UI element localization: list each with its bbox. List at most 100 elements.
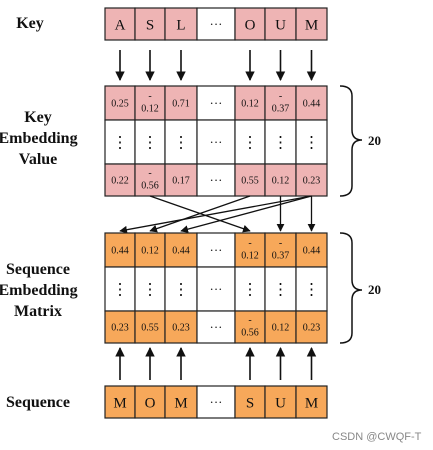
key-letter: L xyxy=(176,17,185,33)
sequence-embedding-cell xyxy=(264,266,297,312)
key-embedding-cell xyxy=(164,85,198,121)
key-embedding-vdots: ⋮ xyxy=(242,135,258,152)
sequence-embedding-ellipsis: ··· xyxy=(210,243,223,258)
sequence-cell xyxy=(164,385,198,419)
sequence-embedding-cell xyxy=(295,232,328,268)
key-embedding-ellipsis: ··· xyxy=(210,96,223,111)
sequence-cell xyxy=(104,385,136,419)
sequence-row: M O M ··· S U M xyxy=(104,385,328,419)
key-cell xyxy=(164,7,198,41)
sequence-embedding-value: 0.23 xyxy=(111,323,129,334)
key-embedding-value: 0.25 xyxy=(111,99,129,110)
key-embedding-cell xyxy=(295,119,328,165)
sequence-embedding-cell xyxy=(295,266,328,312)
lookup-arrows xyxy=(119,195,316,234)
sequence-embedding-value: 0.23 xyxy=(303,323,321,334)
lookup-arrow xyxy=(180,195,312,233)
sequence-embedding-cell xyxy=(104,310,136,344)
sequence-arrows xyxy=(115,347,317,380)
sequence-embedding-value: - xyxy=(248,315,251,326)
key-letter: U xyxy=(275,17,286,33)
key-embedding-cell xyxy=(295,85,328,121)
sequence-embedding-cell xyxy=(104,266,136,312)
key-label: Key xyxy=(16,15,44,32)
sequence-embedding-ellipsis: ··· xyxy=(210,282,223,297)
key-embedding-vdots: ⋮ xyxy=(112,135,128,152)
key-embedding-cell xyxy=(234,85,266,121)
key-embedding-label-line1: Key xyxy=(24,109,52,126)
key-cell xyxy=(264,7,297,41)
key-cell xyxy=(134,7,166,41)
sequence-letter: S xyxy=(246,395,254,411)
key-embedding-cell xyxy=(104,85,136,121)
key-embedding-vdots: ⋮ xyxy=(273,135,289,152)
sequence-embedding-cell xyxy=(196,310,236,344)
sequence-embedding-vdots: ⋮ xyxy=(142,282,158,299)
key-embedding-ellipsis: ··· xyxy=(210,173,223,188)
key-embedding-cell xyxy=(196,119,236,165)
sequence-embedding-value: 0.44 xyxy=(111,246,129,257)
key-embedding-vdots: ⋮ xyxy=(304,135,320,152)
key-letter: M xyxy=(305,17,318,33)
key-arrows xyxy=(115,50,317,81)
key-letter: S xyxy=(146,17,154,33)
key-embedding-value: 0.55 xyxy=(241,176,259,187)
sequence-letter: U xyxy=(275,395,286,411)
sequence-embedding-value: - xyxy=(279,238,282,249)
sequence-embedding-value-value: 0.37 xyxy=(272,251,290,262)
sequence-embedding-label-line1: Sequence xyxy=(6,261,70,278)
key-embedding-label-line2: Embedding xyxy=(0,130,78,147)
sequence-cell xyxy=(234,385,266,419)
key-embedding-ellipsis: ··· xyxy=(210,135,223,150)
key-embedding-label-line3: Value xyxy=(19,151,58,168)
sequence-embedding-brace xyxy=(339,232,363,344)
key-embedding-cell xyxy=(164,163,198,197)
sequence-embedding-vdots: ⋮ xyxy=(304,282,320,299)
sequence-embedding-cell xyxy=(295,310,328,344)
key-embedding-value-value: 0.12 xyxy=(141,104,159,115)
sequence-cell xyxy=(264,385,297,419)
key-embedding-value: 0.17 xyxy=(172,176,190,187)
key-embedding-brace xyxy=(339,85,363,197)
key-embedding-value: 0.23 xyxy=(303,176,321,187)
sequence-letter: M xyxy=(305,395,318,411)
key-embedding-dimension: 20 xyxy=(368,133,381,148)
key-embedding-cell xyxy=(134,163,166,197)
sequence-embedding-value: 0.55 xyxy=(141,323,159,334)
sequence-embedding-cell xyxy=(134,266,166,312)
key-letter: A xyxy=(115,17,126,33)
sequence-ellipsis: ··· xyxy=(210,395,223,410)
sequence-embedding-value: 0.44 xyxy=(172,246,190,257)
key-embedding-cell xyxy=(264,163,297,197)
sequence-embedding-vdots: ⋮ xyxy=(242,282,258,299)
sequence-embedding-label-line2: Embedding xyxy=(0,282,78,299)
key-embedding-value: 0.71 xyxy=(172,99,190,110)
key-embedding-value: 0.44 xyxy=(303,99,321,110)
sequence-cell xyxy=(134,385,166,419)
key-embedding-value: - xyxy=(279,91,282,102)
sequence-cell xyxy=(295,385,328,419)
sequence-embedding-value: 0.23 xyxy=(172,323,190,334)
key-embedding-vdots: ⋮ xyxy=(173,135,189,152)
sequence-embedding-value-value: 0.12 xyxy=(241,251,259,262)
sequence-letter: M xyxy=(174,395,187,411)
watermark: CSDN @CWQF-T xyxy=(332,431,422,443)
key-embedding-value-value: 0.37 xyxy=(272,104,290,115)
sequence-embedding-vdots: ⋮ xyxy=(112,282,128,299)
key-embedding-value: 0.12 xyxy=(241,99,259,110)
sequence-embedding-value-value: 0.56 xyxy=(241,328,259,339)
key-embedding-cell xyxy=(264,85,297,121)
key-cell xyxy=(104,7,136,41)
lookup-arrow xyxy=(149,195,251,233)
sequence-letter: O xyxy=(145,395,156,411)
sequence-letter: M xyxy=(113,395,126,411)
key-embedding-value: - xyxy=(148,91,151,102)
key-ellipsis: ··· xyxy=(210,17,223,32)
key-embedding-cell xyxy=(164,119,198,165)
sequence-embedding-label-line3: Matrix xyxy=(14,303,62,320)
key-cell xyxy=(234,7,266,41)
sequence-embedding-cell xyxy=(264,310,297,344)
sequence-embedding-value: 0.12 xyxy=(141,246,159,257)
